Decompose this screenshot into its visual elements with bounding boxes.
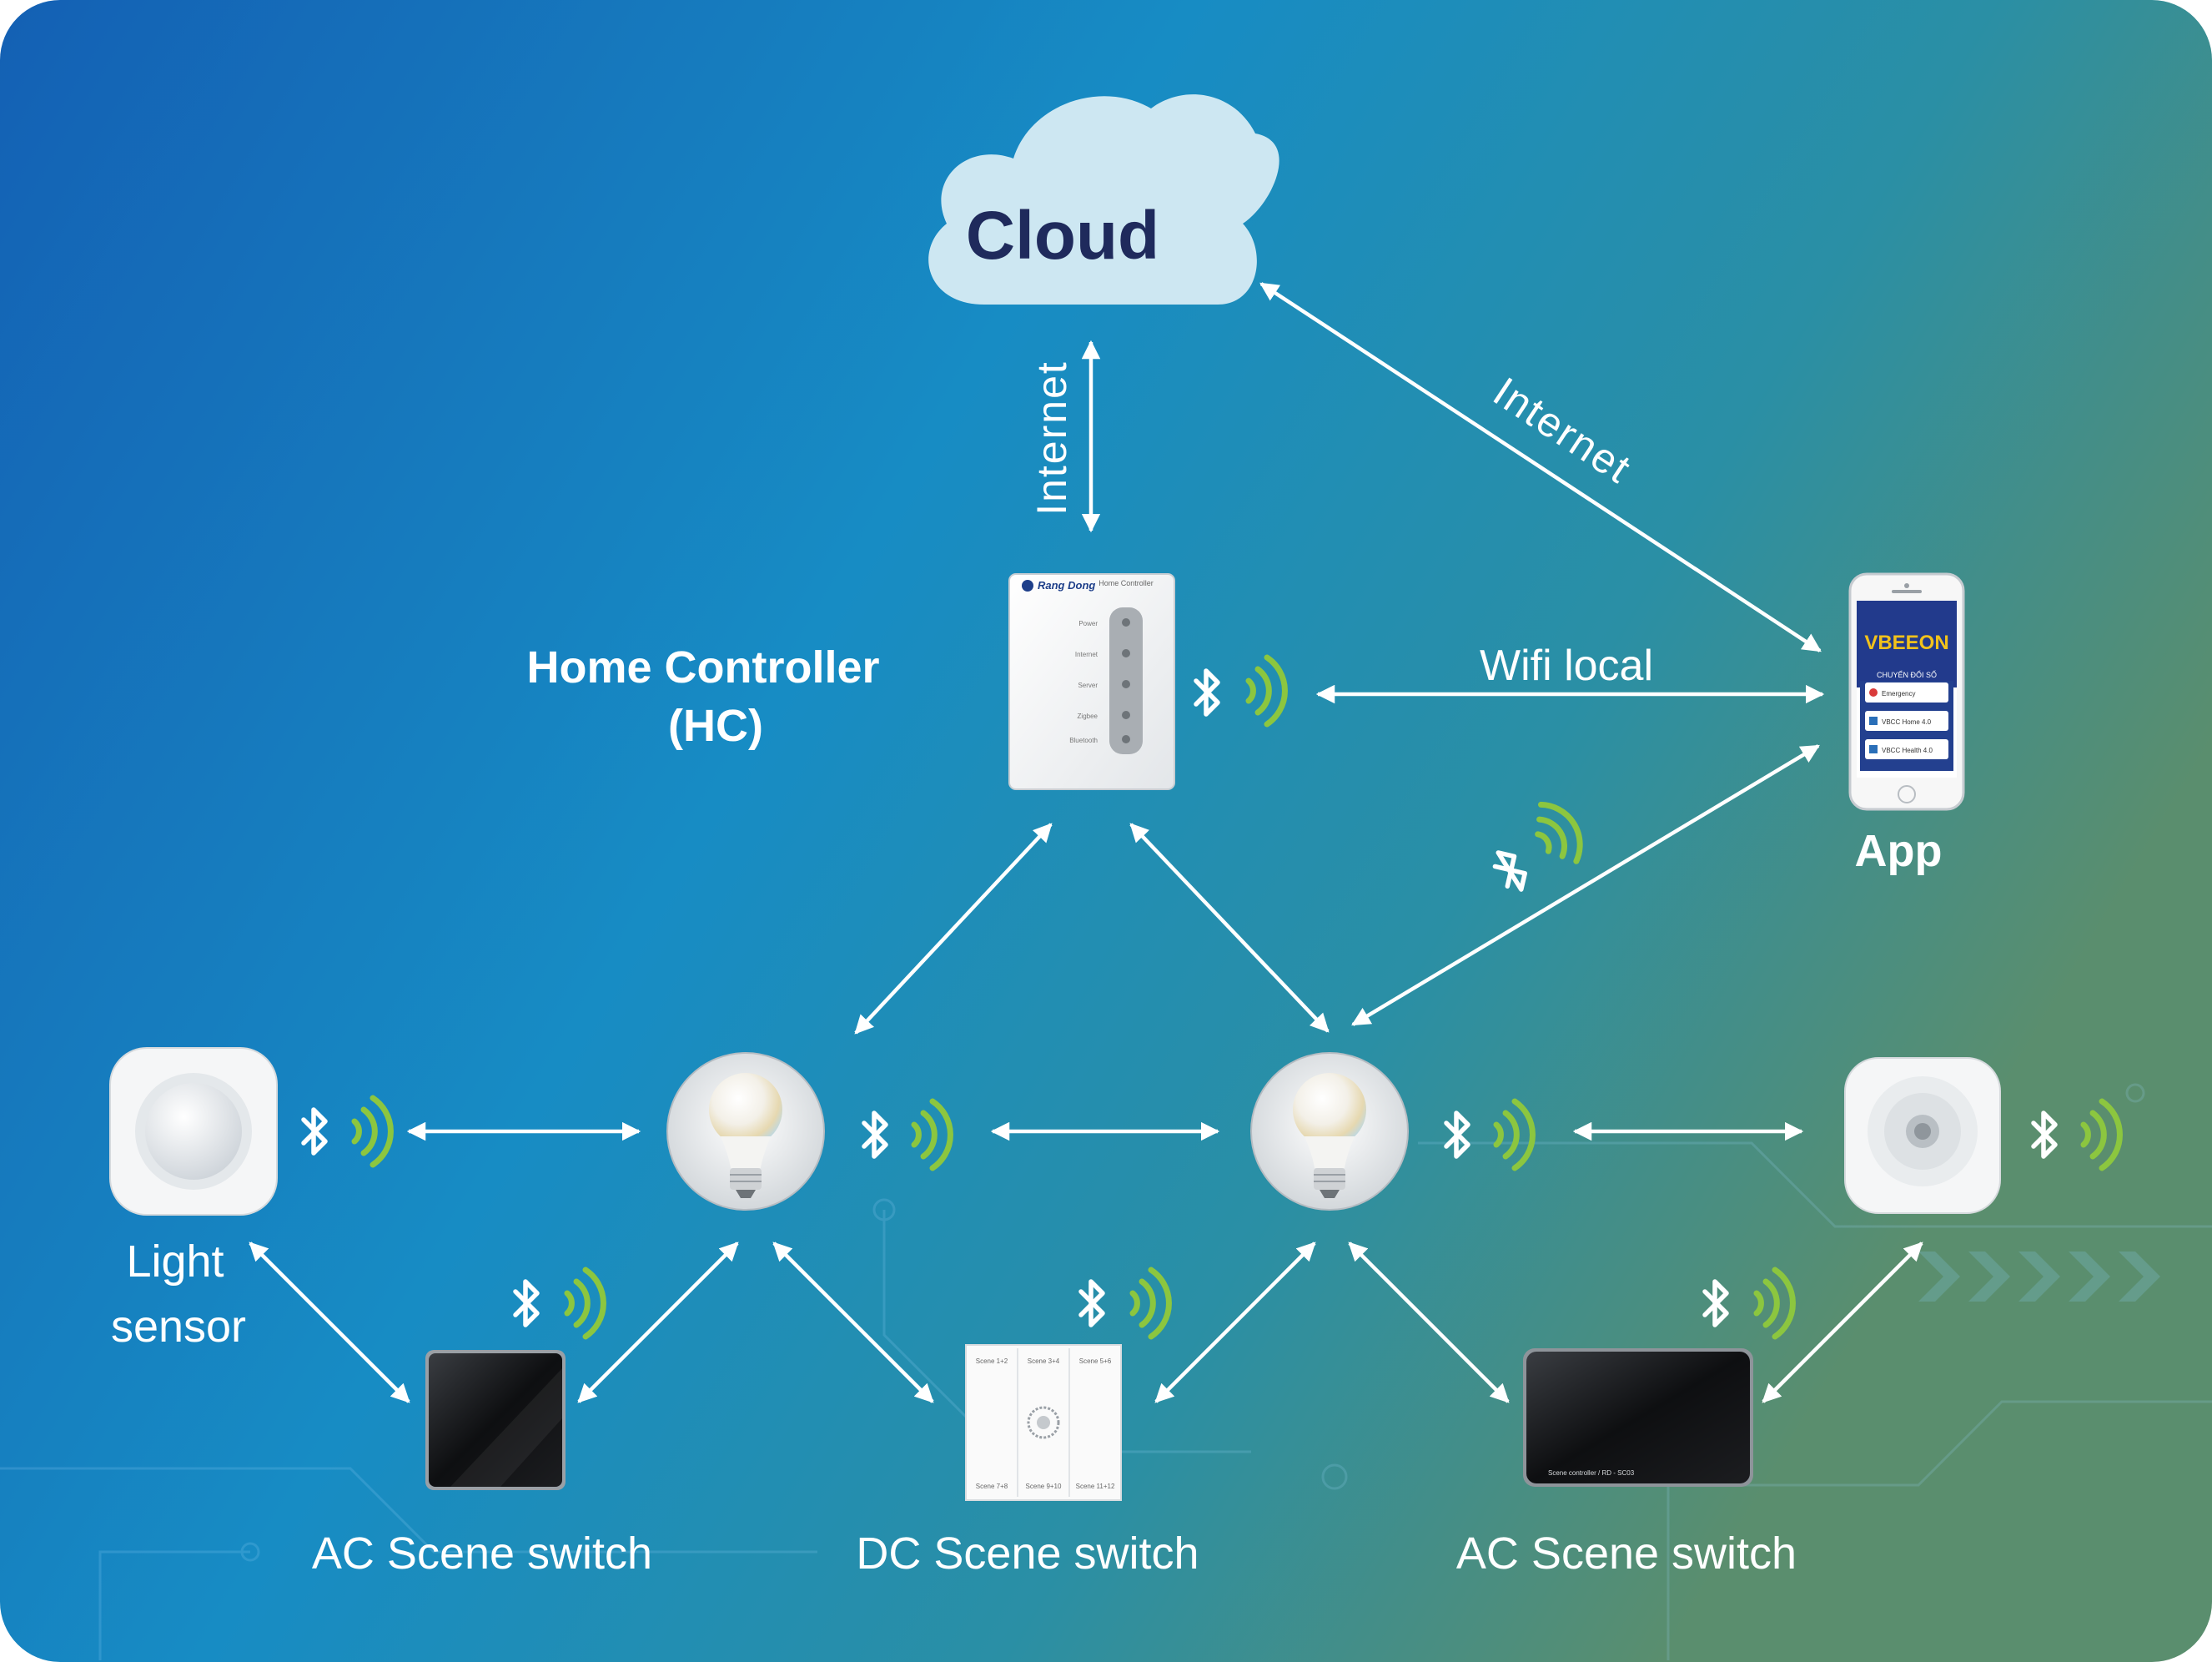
ac-scene-switch-right-node: Scene controller / RD - SC03 AC Scene sw… (1456, 1270, 1797, 1579)
dc-switch-center-logo (1027, 1406, 1060, 1439)
app-menu-item-2[interactable]: VBCC Health 4.0 (1882, 747, 1933, 754)
app-menu-item-1[interactable]: VBCC Home 4.0 (1882, 718, 1932, 726)
light-sensor-node: Light sensor (109, 1047, 390, 1352)
led-bulb-icon (1250, 1052, 1409, 1211)
app-brand: VBEEON (1864, 632, 1948, 654)
ac-scene-switch-right-caption: Scene controller / RD - SC03 (1548, 1469, 1635, 1477)
dc-switch-button-3[interactable]: Scene 5+6 (1079, 1357, 1112, 1365)
arrow-bulb2-app (1351, 744, 1820, 1026)
light-sensor-device (109, 1047, 278, 1216)
home-controller-device: Rang Dong Home Controller Power Internet… (1008, 573, 1175, 790)
arrow-bulb1-dcswitch (772, 1241, 934, 1403)
motion-sensor-icon (1844, 1057, 2001, 1214)
app-menu-item-0[interactable]: Emergency (1882, 690, 1915, 698)
motion-sensor-node (1844, 1057, 2119, 1214)
dc-switch-button-4[interactable]: Scene 7+8 (976, 1483, 1008, 1490)
hc-title-line1: Home Controller (526, 642, 879, 692)
dc-scene-switch-node: Scene 1+2 Scene 3+4 Scene 5+6 Scene 7+8 … (856, 1270, 1199, 1579)
connection-arrows (249, 282, 1923, 1403)
cloud-icon (928, 94, 1279, 305)
hc-model: Home Controller (1098, 579, 1154, 587)
hc-led-label-1: Internet (1075, 651, 1098, 658)
dc-switch-button-1[interactable]: Scene 1+2 (976, 1357, 1008, 1365)
hc-title-line2: (HC) (668, 701, 763, 751)
arrow-hc-bulb2 (1129, 823, 1330, 1033)
dc-switch-button-5[interactable]: Scene 9+10 (1026, 1483, 1062, 1490)
dc-scene-switch-device: Scene 1+2 Scene 3+4 Scene 5+6 Scene 7+8 … (965, 1344, 1122, 1501)
app-node: VBEEON CHUYỂN ĐỔI SỐ Emergency VBCC Home… (1848, 572, 1965, 876)
arrow-cloud-app (1259, 282, 1822, 652)
arrow-bulb2-dcswitch (1154, 1241, 1316, 1403)
ac-scene-switch-left-label: AC Scene switch (312, 1529, 652, 1579)
app-tagline: CHUYỂN ĐỔI SỐ (1877, 670, 1937, 679)
dc-switch-button-6[interactable]: Scene 11+12 (1076, 1483, 1115, 1490)
app-label: App (1855, 826, 1943, 876)
arrow-bulb2-acswitch2 (1348, 1241, 1510, 1403)
hc-led-label-3: Zigbee (1078, 713, 1098, 720)
hc-brand: Rang Dong (1038, 579, 1095, 592)
ac-scene-switch-left-node: AC Scene switch (312, 1270, 652, 1579)
arrow-bulb1-acswitch (577, 1241, 739, 1403)
arrow-motion-acswitch2 (1762, 1241, 1923, 1403)
ac-scene-switch-left-device (425, 1350, 566, 1490)
hc-led-label-2: Server (1078, 682, 1098, 689)
light-sensor-label-line2: sensor (111, 1302, 246, 1352)
dc-scene-switch-label: DC Scene switch (856, 1529, 1199, 1579)
led-bulb-icon (666, 1052, 825, 1211)
smartphone-device: VBEEON CHUYỂN ĐỔI SỐ Emergency VBCC Home… (1848, 572, 1965, 811)
hc-led-label-0: Power (1078, 620, 1098, 627)
light-sensor-label-line1: Light (126, 1236, 224, 1287)
arrow-sensor-acswitch (249, 1241, 410, 1403)
home-controller-node: Home Controller (HC) Rang Dong Home Cont… (526, 573, 1284, 790)
hc-brand-logo (1022, 580, 1033, 592)
chevron-decoration (1918, 1252, 2160, 1302)
link-label-hc-app: Wifi local (1480, 642, 1653, 690)
cloud-label: Cloud (966, 198, 1159, 274)
cloud-node: Cloud (928, 94, 1279, 305)
hc-led-label-4: Bluetooth (1069, 737, 1098, 744)
link-label-cloud-hc: Internet (1028, 360, 1075, 516)
ac-scene-switch-right-device: Scene controller / RD - SC03 (1523, 1348, 1753, 1487)
ac-scene-switch-right-label: AC Scene switch (1456, 1529, 1797, 1579)
arrow-hc-bulb1 (854, 823, 1053, 1035)
dc-switch-button-2[interactable]: Scene 3+4 (1028, 1357, 1060, 1365)
